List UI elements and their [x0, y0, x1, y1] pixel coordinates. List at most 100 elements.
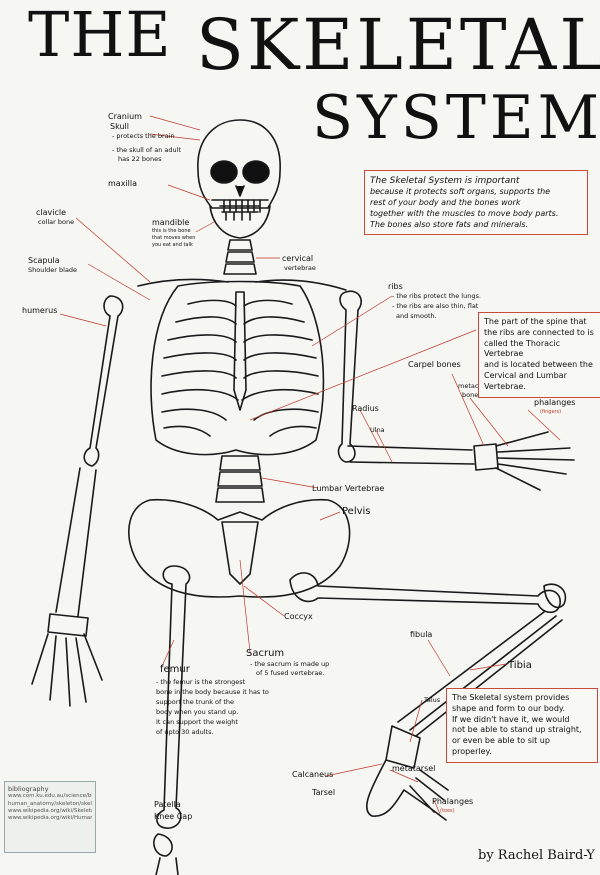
label-vertebrae: vertebrae [284, 264, 316, 272]
rib-5 [161, 370, 319, 379]
form-line: shape and form to our body. [452, 703, 566, 713]
label-mandible-note1: this is the bone [152, 228, 191, 234]
label-femur-note5: It can support the weight [156, 718, 238, 726]
leader-metatarsel [389, 769, 419, 783]
label-skull-note3: has 22 bones [118, 155, 162, 163]
bibliography-line: human_anatomy/skeleton/skeletal_system [8, 800, 92, 807]
bibliography-line: www.wikipedia.org/wiki/Skeletal_system [8, 807, 92, 814]
leader-mandible [195, 221, 215, 233]
eye-socket-left [210, 160, 238, 184]
label-skull-note1: - protects the brain [112, 132, 175, 140]
intro-line: because it protects soft organs, support… [370, 187, 551, 197]
radius-left [55, 467, 81, 613]
lumbar-vertebrae [215, 455, 265, 503]
leader-thoracic [249, 329, 477, 421]
label-patella: Patella [154, 800, 181, 809]
pelvis [128, 498, 351, 598]
label-femur-note2: bone in the body because it has to [156, 688, 269, 696]
mandible-outline [209, 205, 271, 239]
patella-right [543, 583, 567, 609]
radius-ulna-right [347, 445, 475, 465]
humerus-left [83, 295, 124, 467]
title-system: SYSTEM [312, 83, 600, 153]
leader-tibia [469, 663, 507, 671]
form-line: or even be able to sit up properley. [452, 736, 550, 756]
label-humerus: humerus [22, 306, 58, 315]
label-skull-note2: - the skull of an adult [112, 146, 181, 154]
teeth-upper [219, 199, 261, 213]
femur-right [289, 572, 561, 614]
label-mandible-note2: that moves when [152, 235, 196, 241]
label-femur-note4: body when you stand up. [156, 708, 239, 716]
label-femur-note6: of upto 30 adults. [156, 728, 214, 736]
leader-radius [359, 409, 381, 449]
sacrum [221, 521, 259, 585]
leader-phalanges [527, 409, 561, 441]
nasal-cavity [235, 185, 245, 197]
title-skeletal: SKELETAL [196, 4, 600, 86]
patella-left [153, 833, 173, 857]
leader-pelvis [319, 511, 341, 521]
rib-1 [187, 299, 293, 307]
leader-carpel [451, 373, 485, 447]
fingers-right [495, 431, 575, 491]
label-ulna: Ulna [370, 426, 385, 434]
tibia-fibula-right [397, 611, 563, 737]
label-scapula: Scapula [28, 256, 60, 265]
form-line: If we didn't have it, we would [452, 714, 570, 724]
leader-coccyx [243, 585, 285, 617]
label-carpel-bones: Carpel bones [408, 360, 461, 369]
leader-sacrum [239, 559, 251, 653]
label-femur: femur [160, 664, 190, 675]
label-radius: Radius [352, 404, 379, 413]
leader-scapula [87, 263, 151, 301]
label-phalanges-foot: Phalanges [432, 797, 474, 806]
leader-calcaneus [325, 763, 383, 777]
cervical-vertebrae [223, 239, 257, 275]
ankle-right [385, 725, 421, 769]
leader-clavicle [75, 217, 151, 283]
thoracic-line: Cervical and Lumbar Vertebrae. [484, 370, 567, 391]
bibliography-heading: bibliography [8, 785, 49, 793]
label-clavicle: clavicle [36, 208, 67, 217]
label-ribs-note3: and smooth. [396, 312, 437, 320]
sternum [233, 291, 247, 411]
thoracic-box: The part of the spine that the ribs are … [478, 312, 600, 398]
rib-4 [163, 352, 317, 361]
teeth-lower [221, 211, 259, 221]
label-pelvis: Pelvis [342, 506, 371, 517]
label-femur-note3: support the trunk of the [156, 698, 235, 706]
label-sacrum-note1: - the sacrum is made up [250, 660, 330, 668]
rib-7 [161, 408, 319, 421]
label-knee-cap: Knee Cap [154, 812, 193, 821]
ulna-left [77, 469, 97, 617]
carpals-left [47, 613, 89, 637]
label-maxilla: maxilla [108, 179, 137, 188]
eye-socket-right [242, 160, 270, 184]
rib-6 [161, 388, 319, 401]
label-calcaneus: Calcaneus [292, 770, 334, 779]
intro-line: The Skeletal System is important [370, 176, 520, 186]
bibliography-line: www.com.ku.edu.au/science/biology/ [8, 793, 92, 800]
leader-fibula [427, 639, 451, 677]
form-line: The Skeletal system provides [452, 693, 570, 702]
label-femur-note1: - the femur is the strongest [156, 678, 246, 686]
intro-box: The Skeletal System is important because… [364, 170, 588, 236]
leader-humerus [59, 313, 107, 327]
leader-ulna [375, 429, 393, 463]
tibia-left [155, 857, 179, 875]
label-ribs-note1: - the ribs protect the lungs. [392, 292, 481, 300]
intro-line: together with the muscles to move body p… [370, 208, 559, 218]
leader-maxilla [167, 184, 211, 201]
intro-line: rest of your body and the bones work [370, 197, 521, 207]
clavicle-right [255, 279, 347, 291]
label-metacarpel-bones: bones [462, 391, 482, 399]
form-line: not be able to stand up straight, [452, 725, 582, 735]
label-lumbar: Lumbar Vertebrae [312, 484, 385, 493]
leader-ribs [311, 295, 393, 347]
bibliography-line: www.wikipedia.org/wiki/Human_skull [8, 814, 92, 821]
label-cervical: cervical [282, 254, 314, 263]
label-toes: (toes) [440, 808, 455, 814]
label-tarsel: Tarsel [312, 788, 336, 797]
